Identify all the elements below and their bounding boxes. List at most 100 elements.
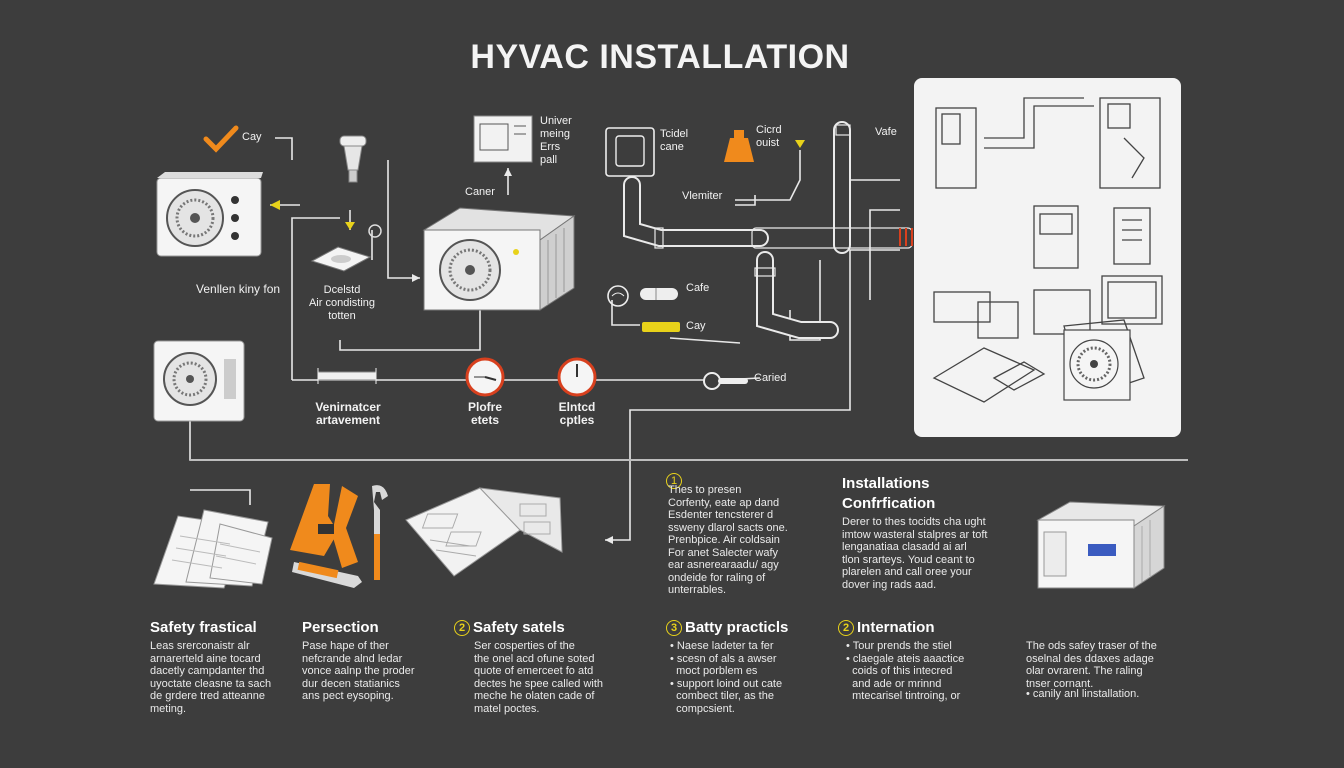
heading-line: Confrfication [842,495,936,512]
text-line: imtow wasteral stalpres ar toft [842,528,988,541]
list-item: combect tiler, as the [676,690,774,702]
text-line: ondeide for raling of [668,571,766,584]
thermostat-label: Tcidel cane [660,128,689,153]
cay-label: Cay [686,320,706,332]
step-number-badge: 2 [838,620,854,636]
valve-label: Vafe [875,126,897,138]
ac-unit-icon [153,340,245,422]
list-item: Naese ladeter ta fer [670,640,830,653]
list-item: coids of this intecred [852,665,953,677]
air-handler-icon [1036,501,1166,589]
text-line: ssweny dlarol sacts one. [668,521,788,534]
unit-label: Univer meing Errs pall [540,115,572,166]
vermiter-label: Vlemiter [682,190,723,202]
meter-icon [607,285,629,307]
condenser-label: Dcelstd Air condisting totten [308,284,376,322]
checkmark-icon [203,125,239,153]
timer-gauge-icon [557,357,597,397]
step-number-badge: 3 [666,620,682,636]
condenser-unit-icon [422,207,576,311]
section-title-safety: Safety frastical [150,619,257,636]
text-line: Corfenty, eate ap dand [668,496,780,509]
fuse-icon [642,322,680,332]
page-title: HYVAC INSTALLATION [470,38,850,76]
text-line: meting. [150,702,187,715]
text-line: matel poctes. [474,702,540,715]
list-item: compcsient. [676,702,735,715]
caried-label: Caried [754,372,787,384]
list-item: scesn of als a awser [670,653,830,666]
section-list-closing: canily anl linstallation. [1026,688,1196,701]
text-line: For anet Salecter wafy [668,546,779,559]
section-title-persection: Persection [302,619,379,636]
text-line: uyoctate cleasne ta sach [150,677,272,690]
sensor-icon [724,130,754,162]
step-number-badge: 2 [454,620,470,636]
pad-icon [310,246,372,272]
pressure-gauge-icon [465,357,505,397]
ventilation-left-label: Venllen kiny fon [196,282,281,296]
installation-panel [914,78,1181,437]
text-line: Thes to presen [668,484,742,496]
text-line: arnarerteld aine tocard [150,652,261,665]
thermostat-icon [605,127,655,177]
text-line: lenganatiaa clasadd ai arl [842,541,967,553]
text-line: ans pect eysoping. [302,690,394,702]
text-line: Pase hape of ther [302,640,389,652]
ac-unit-icon [156,172,263,257]
cored-label: Cicrd ouist [756,124,782,149]
text-line: nefcrande alnd ledar [302,652,403,665]
text-line: dacetly campdanter thd [150,665,265,677]
text-line: ear asnerearaadu/ agy [668,559,779,571]
ventilation-arrangement-label: Venirnatcer artavement [315,400,381,427]
list-item: claegale ateis aaactice [846,653,1006,666]
text-line: Prenbpice. Air coldsain [668,534,780,546]
list-item: mtecarisel tintroing, or [852,690,961,702]
list-item: Tour prends the stiel [846,640,1006,653]
list-item: canily anl linstallation. [1026,688,1196,701]
tools-icon [290,484,388,588]
text-line: dur decen statianics [302,677,400,690]
valve-fitting-icon [339,135,367,183]
list-item: moct porblem es [676,665,758,677]
text-line: Leas srerconaistr alr [150,640,250,652]
cafe-label: Cafe [686,282,710,294]
text-line: meche he olaten cade of [474,690,595,702]
text-line: The ods safey traser of the [1026,640,1157,652]
text-line: quote of emerceet fo atd [474,665,594,677]
text-line: the onel acd ofune soted [474,652,595,665]
text-line: dectes he spee called with [474,677,604,690]
text-line: unterrables. [668,584,727,596]
text-line: Esdenter tencsterer d [668,509,774,521]
divider [190,459,1188,461]
text-line: tnser cornant. [1026,677,1094,690]
heading-line: Installations [842,475,930,492]
list-item: support loind out cate [670,678,830,691]
text-line: olar ovrarent. The raling [1026,665,1143,677]
text-line: vonce aalnp the proder [302,665,415,677]
gauge1-label: Plofre etets [467,400,502,427]
text-line: tlon srarteys. Youd ceant to [842,553,975,566]
gauge2-label: Elntcd cptles [558,400,596,427]
gauge-dot-icon [368,224,382,238]
text-line: oselnal des ddaxes adage [1026,652,1154,665]
documents-icon [153,509,273,589]
caner-label: Caner [465,186,495,198]
control-panel-icon [473,115,533,163]
section-list-batty: Naese ladeter ta ferscesn of als a awser… [670,640,830,715]
wire [291,217,340,380]
text-line: Derer to thes tocidts cha ught [842,516,986,528]
text-line: Ser cosperties of the [474,640,575,652]
check-label: Cay [242,131,262,143]
wrench-icon [703,372,748,390]
text-line: plarelen and call oree your [842,566,972,578]
pipe-fitting-icon [640,288,678,300]
